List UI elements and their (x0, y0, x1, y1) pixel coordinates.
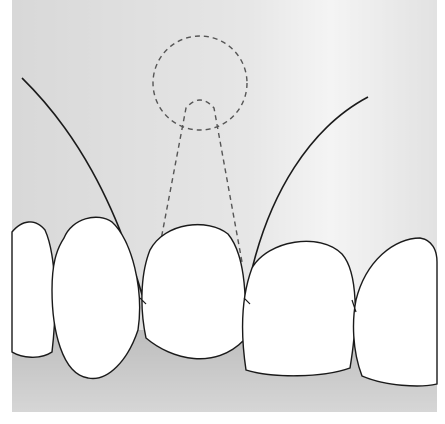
tooth-left-lateral (52, 217, 140, 378)
tooth-right-central (243, 241, 356, 375)
tooth-central-pontic (142, 225, 245, 359)
tooth-far-left (12, 222, 55, 357)
